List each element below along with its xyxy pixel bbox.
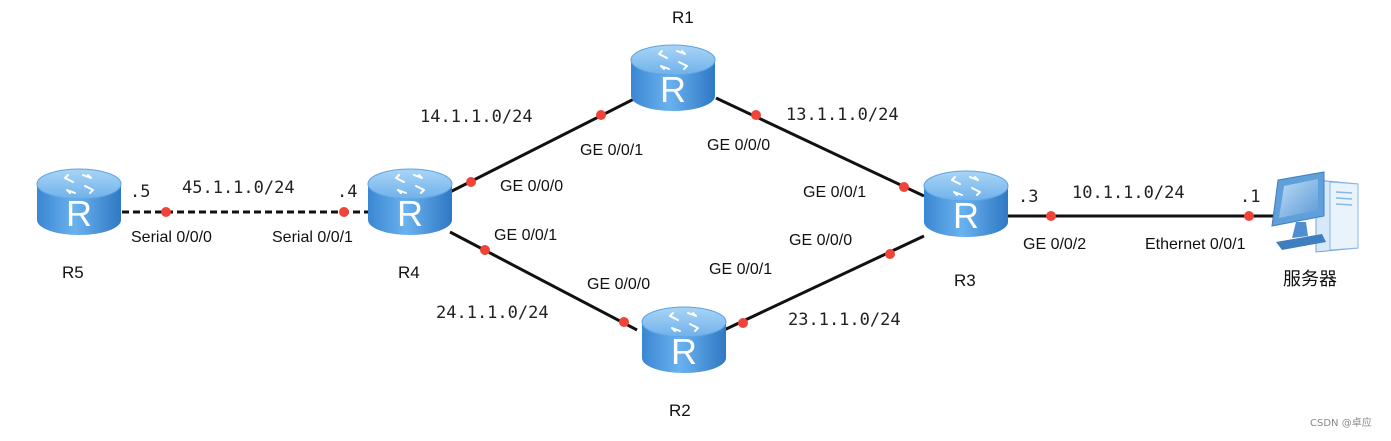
interface-label-r3-ge000: GE 0/0/0: [789, 232, 853, 249]
router-arrows-icon: [658, 50, 688, 70]
device-label-r2: R2: [669, 401, 691, 420]
host-label-server: .1: [1240, 187, 1261, 207]
router-icon-r5[interactable]: R: [36, 168, 122, 235]
port-dot-r3[interactable]: [1046, 211, 1056, 221]
router-glyph: R: [660, 69, 686, 110]
interface-label-r4-ge001: GE 0/0/1: [494, 227, 558, 244]
link-r1-r3: [715, 96, 925, 198]
host-label-r4: .4: [337, 182, 358, 202]
router-icon-r1[interactable]: R: [630, 44, 716, 111]
router-arrows-icon: [395, 174, 425, 194]
host-label-r5: .5: [130, 182, 151, 202]
router-arrows-icon: [669, 312, 699, 332]
port-dot-r3[interactable]: [885, 249, 895, 259]
interface-label-r3-ge002: GE 0/0/2: [1023, 236, 1087, 253]
port-dot-srv[interactable]: [1244, 211, 1254, 221]
port-dot-r4[interactable]: [466, 177, 476, 187]
network-label-23: 23.1.1.0/24: [788, 310, 901, 330]
device-label-server: 服务器: [1283, 269, 1337, 290]
router-icon-r2[interactable]: R: [641, 306, 727, 373]
device-label-r5: R5: [62, 263, 84, 282]
interface-label-r1-ge001: GE 0/0/1: [580, 142, 644, 159]
port-dot-r5[interactable]: [161, 207, 171, 217]
router-arrows-icon: [64, 174, 94, 194]
router-icon-r4[interactable]: R: [367, 168, 453, 235]
network-label-13: 13.1.1.0/24: [786, 105, 899, 125]
interface-label-r2-ge001: GE 0/0/1: [709, 261, 773, 278]
router-arrows-icon: [951, 176, 981, 196]
router-glyph: R: [671, 331, 697, 372]
router-icon-r3[interactable]: R: [923, 170, 1009, 237]
interface-label-r3-ge001: GE 0/0/1: [803, 184, 867, 201]
watermark: CSDN @卓应: [1310, 418, 1372, 429]
device-label-r3: R3: [954, 271, 976, 290]
network-label-24: 24.1.1.0/24: [436, 303, 549, 323]
router-glyph: R: [66, 193, 92, 234]
device-label-r4: R4: [398, 263, 420, 282]
network-label-10: 10.1.1.0/24: [1072, 183, 1185, 203]
interface-label-r4-s001: Serial 0/0/1: [272, 229, 353, 246]
server-icon[interactable]: [1271, 171, 1359, 253]
interface-label-r2-ge000: GE 0/0/0: [587, 276, 651, 293]
device-label-r1: R1: [672, 8, 694, 27]
port-dots-layer: [161, 110, 1254, 328]
port-dot-r3[interactable]: [899, 182, 909, 192]
port-dot-r2[interactable]: [738, 318, 748, 328]
interface-label-r1-ge000: GE 0/0/0: [707, 137, 771, 154]
interface-label-server-eth001: Ethernet 0/0/1: [1145, 236, 1246, 253]
router-glyph: R: [397, 193, 423, 234]
port-dot-r2[interactable]: [619, 317, 629, 327]
router-glyph: R: [953, 195, 979, 236]
network-label-14: 14.1.1.0/24: [420, 107, 533, 127]
interface-label-r4-ge000: GE 0/0/0: [500, 178, 564, 195]
port-dot-r4[interactable]: [339, 207, 349, 217]
links-layer: [122, 96, 1274, 332]
interface-label-r5-s000: Serial 0/0/0: [131, 229, 212, 246]
network-label-45: 45.1.1.0/24: [182, 178, 295, 198]
port-dot-r4[interactable]: [480, 245, 490, 255]
port-dot-r1[interactable]: [596, 110, 606, 120]
devices-layer: R R R R R: [36, 44, 1359, 373]
host-label-r3: .3: [1018, 187, 1039, 207]
port-dot-r1[interactable]: [751, 110, 761, 120]
